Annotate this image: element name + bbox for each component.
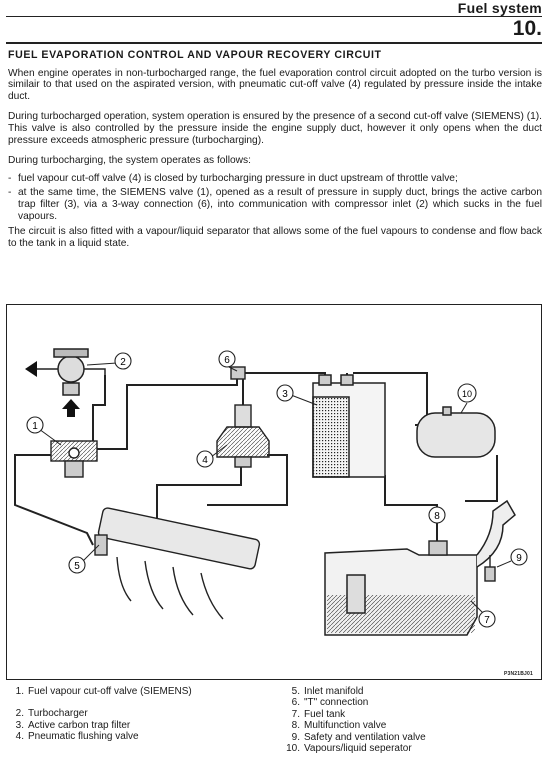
callout-2-label: 2 [120,357,126,368]
header-rule-thick [6,42,542,44]
legend-label: Fuel vapour cut-off valve (SIEMENS) [28,686,192,697]
callout-9: 9 [496,548,528,568]
callout-4-label: 4 [202,455,208,466]
legend-label: Turbocharger [28,708,88,720]
flow-arrow-up-icon [62,399,80,417]
legend-item: 1. Fuel vapour cut-off valve (SIEMENS) [8,686,192,697]
legend-number: 1. [15,686,24,697]
legend-item: 2. Turbocharger [8,708,192,719]
circuit-diagram: 1 2 3 4 5 6 7 [6,304,542,680]
bullet-text: fuel vapour cut-off valve (4) is closed … [18,172,458,184]
callout-1: 1 [26,416,62,446]
legend-item: 3. Active carbon trap filter [8,720,192,731]
legend-item: 5. Inlet manifold [284,686,426,697]
callout-9-label: 9 [516,553,522,564]
callout-6: 6 [218,350,238,372]
paragraph-3: During turbocharging, the system operate… [8,155,251,167]
callout-10-label: 10 [462,389,472,399]
legend-number: 10. [286,743,300,755]
legend-number: 5. [291,686,300,697]
legend-item: 9. Safety and ventilation valve [284,732,426,743]
legend-left-column: 1. Fuel vapour cut-off valve (SIEMENS) 2.… [8,686,192,743]
legend-right-column: 5. Inlet manifold 6. "T" connection 7. Fuel… [284,686,426,754]
flushing-valve [216,404,270,468]
bullet-text: at the same time, the SIEMENS valve (1),… [18,187,542,222]
vapour-liquid-separator [416,406,496,458]
legend-item: 4. Pneumatic flushing valve [8,731,192,742]
callout-8-label: 8 [434,511,440,522]
legend-label: Vapours/liquid seperator [304,743,412,755]
legend-label: Safety and ventilation valve [304,731,426,743]
legend-number: 6. [291,697,300,709]
callout-6-label: 6 [224,355,230,366]
callout-7: 7 [470,600,496,628]
legend-label: Multifunction valve [304,720,387,732]
paragraph-4: The circuit is also fitted with a vapour… [8,226,542,249]
legend-number: 7. [291,708,300,720]
legend-item: 7. Fuel tank [284,709,426,720]
bullet-item: -fuel vapour cut-off valve (4) is closed… [8,172,458,184]
fuel-tank [324,499,516,636]
callout-5-label: 5 [74,561,80,572]
turbocharger [37,348,106,396]
figure-code: P3N21BJ01 [503,671,533,677]
callout-3-label: 3 [282,389,288,400]
bullet-item: -at the same time, the SIEMENS valve (1)… [8,187,542,222]
carbon-trap-filter [312,374,386,478]
callout-7-label: 7 [484,615,490,626]
callout-5: 5 [68,544,100,574]
paragraph-1: When engine operates in non-turbocharged… [8,67,542,102]
legend-gap [8,697,192,708]
legend-number: 2. [15,708,24,720]
inlet-manifold [94,507,261,620]
section-number: 10. [512,17,542,40]
circuit-drawing: 1 2 3 4 5 6 7 [14,348,528,636]
legend-item: 8. Multifunction valve [284,720,426,731]
flow-arrow-left-icon [25,361,37,377]
legend-number: 4. [15,731,24,743]
callout-10: 10 [457,383,477,414]
callout-2: 2 [86,352,132,370]
chapter-title: Fuel system [457,0,542,16]
legend-number: 8. [291,720,300,732]
section-heading: FUEL EVAPORATION CONTROL AND VAPOUR RECO… [8,49,382,61]
legend-label: Inlet manifold [304,686,364,697]
callout-4: 4 [196,444,228,468]
legend-number: 3. [15,719,24,731]
legend-item: 6. "T" connection [284,697,426,708]
callout-3: 3 [276,384,318,406]
legend-label: "T" connection [304,697,369,709]
callout-1-label: 1 [32,421,38,432]
header-rule [6,16,542,17]
legend-label: Fuel tank [304,708,346,720]
paragraph-2: During turbocharged operation, system op… [8,111,542,146]
legend-number: 9. [291,731,300,743]
legend-item: 10. Vapours/liquid seperator [284,743,426,754]
legend-label: Pneumatic flushing valve [28,731,139,743]
callout-8: 8 [428,506,446,541]
safety-ventilation-valve [484,555,496,582]
body-text: FUEL EVAPORATION CONTROL AND VAPOUR RECO… [8,49,542,258]
siemens-valve [50,440,98,478]
multifunction-valve [428,540,448,556]
legend-label: Active carbon trap filter [28,719,131,731]
